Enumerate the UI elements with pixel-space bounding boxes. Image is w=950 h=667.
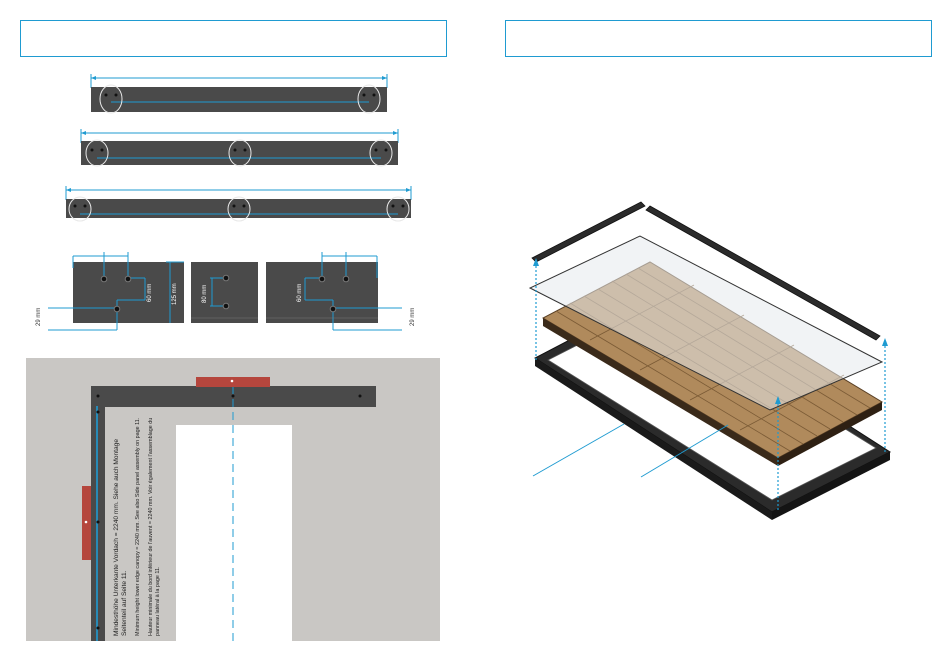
wall-installation [26,358,440,641]
profile-long [65,186,412,222]
dim-label-125: 125 mm [172,283,178,305]
dim-label-60-left: 60 mm [147,283,153,302]
detail-middle [191,262,258,323]
install-note-en: Minimum height lower edge canopy = 2240 … [135,417,141,636]
dim-label-29-right: 29 mm [410,307,416,326]
right-header-box [505,20,932,57]
dim-label-80: 80 mm [202,284,208,303]
install-note: Mindesthöhe Unterkante Vordach = 2240 mm… [113,416,167,636]
dim-label-29-left: 29 mm [36,307,42,326]
install-note-fr: Hauteur minimale du bord inférieur de l'… [147,417,161,636]
profile-short [90,74,388,114]
left-header-box [20,20,447,57]
exploded-assembly [528,201,892,520]
detail-end-right [266,252,402,331]
profile-medium [80,129,399,167]
detail-end-left [48,252,184,331]
install-note-de: Mindesthöhe Unterkante Vordach = 2240 mm… [113,438,128,636]
dim-label-60-right: 60 mm [297,283,303,302]
